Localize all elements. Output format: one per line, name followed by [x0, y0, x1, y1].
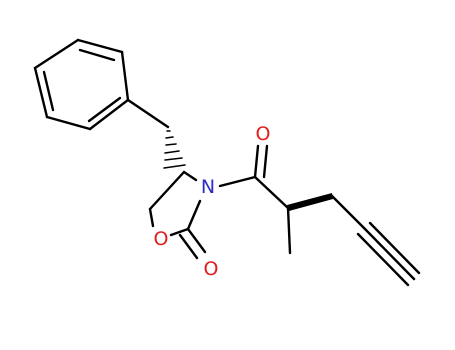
bond: [362, 226, 416, 281]
acyl-chain: [218, 144, 421, 287]
bond-inner: [78, 48, 116, 62]
atom-label-o1: O: [154, 228, 169, 250]
bond: [186, 227, 207, 254]
benzene-ring: [33, 38, 130, 131]
wedge-bond: [287, 193, 333, 211]
bond: [330, 194, 366, 230]
bond: [218, 175, 257, 188]
bond: [253, 144, 260, 179]
oxazolidinone-ring: [126, 98, 207, 260]
bond: [169, 227, 190, 237]
bond: [182, 170, 198, 182]
bond: [120, 50, 130, 102]
bond: [286, 206, 292, 255]
bond: [33, 38, 80, 70]
bond: [76, 38, 124, 54]
bond: [253, 175, 290, 210]
bond: [148, 170, 186, 211]
atom-label-o-ring-carbonyl: O: [204, 258, 219, 280]
bond: [262, 144, 269, 179]
bond-inner: [87, 96, 122, 123]
bond: [45, 115, 92, 131]
bond: [356, 232, 410, 287]
bond: [33, 66, 49, 119]
bond: [186, 199, 202, 231]
bond: [178, 233, 199, 260]
bond-inner: [42, 70, 55, 112]
bond: [126, 98, 170, 129]
bond: [368, 221, 421, 275]
bond: [148, 207, 155, 228]
hashed-wedge-bond: [163, 130, 186, 169]
atom-label-o-acyl-carbonyl: O: [256, 123, 271, 145]
atom-label-n3: N: [201, 176, 215, 198]
bond: [88, 98, 130, 131]
